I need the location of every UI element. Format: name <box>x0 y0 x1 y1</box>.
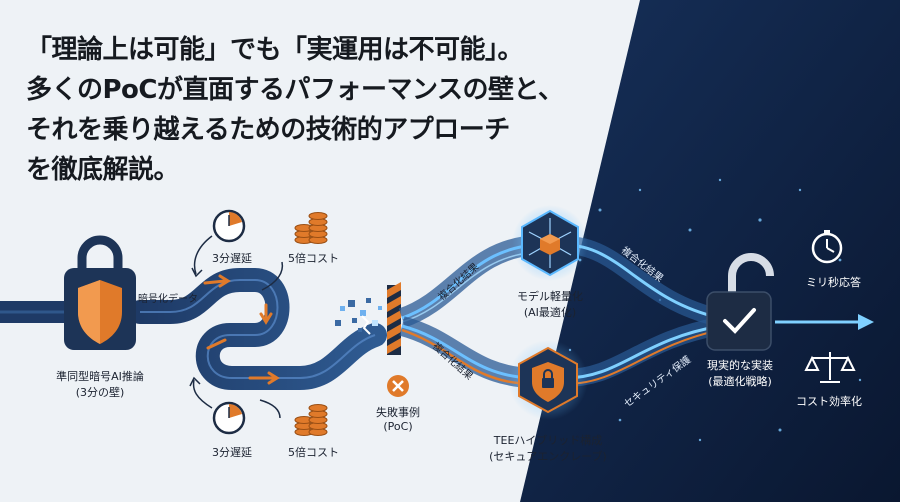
cost-label-bottom: 5倍コスト <box>288 446 339 459</box>
implementation-label-line-2: (最適化戦略) <box>708 375 772 388</box>
delay-label-bottom: 3分遅延 <box>212 446 252 459</box>
delay-label-top: 3分遅延 <box>212 252 252 265</box>
implementation-label-line-1: 現実的な実装 <box>707 359 773 372</box>
scales-icon <box>804 352 856 383</box>
pixel-dissolve <box>335 298 382 332</box>
cost-efficiency-label: コスト効率化 <box>796 395 862 408</box>
clock-icon-bottom <box>212 401 246 435</box>
headline-line-4: を徹底解説。 <box>26 155 180 185</box>
encrypted-data-label: 暗号化データ <box>138 294 198 305</box>
failure-label-line-1: 失敗事例 <box>376 406 420 419</box>
failure-icon <box>387 375 409 397</box>
crack <box>361 315 371 335</box>
tee-label-line-1: TEEハイブリッド構成 <box>493 434 603 447</box>
model-label: モデル軽量化 (AI最適化) <box>480 288 620 320</box>
dark-panel <box>520 0 900 502</box>
model-label-line-1: モデル軽量化 <box>517 290 583 303</box>
model-node <box>512 205 588 281</box>
implementation-label: 現実的な実装 (最適化戦略) <box>690 357 790 389</box>
barrier <box>387 282 401 355</box>
connector-arrows <box>189 235 284 419</box>
lock-label-line-2: (3分の壁) <box>75 386 125 399</box>
failure-label-line-2: (PoC) <box>383 420 413 433</box>
headline-line-2: 多くのPoCが直面するパフォーマンスの壁と、 <box>26 75 564 105</box>
coins-icon-bottom <box>294 404 328 436</box>
tee-node <box>508 340 588 420</box>
tee-label: TEEハイブリッド構成 (セキュアエンクレーブ) <box>468 432 628 464</box>
headline: 「理論上は可能」でも「実運用は不可能」。 多くのPoCが直面するパフォーマンスの… <box>26 30 626 190</box>
open-lock-icon <box>706 253 774 351</box>
flow-arrows <box>203 274 280 385</box>
lock-label: 準同型暗号AI推論 (3分の壁) <box>30 368 170 400</box>
lock-label-line-1: 準同型暗号AI推論 <box>56 370 144 383</box>
tee-label-line-2: (セキュアエンクレーブ) <box>489 450 607 463</box>
coins-icon-top <box>294 212 328 244</box>
latency-label: ミリ秒応答 <box>806 276 861 289</box>
headline-line-3: それを乗り越えるための技術的アプローチ <box>26 115 510 145</box>
lock-icon <box>64 235 136 350</box>
model-label-line-2: (AI最適化) <box>523 306 577 319</box>
clock-icon-top <box>212 209 246 243</box>
output-arrow <box>775 314 874 330</box>
cost-label-top: 5倍コスト <box>288 252 339 265</box>
failure-label: 失敗事例 (PoC) <box>358 404 438 433</box>
stopwatch-icon <box>811 230 843 264</box>
headline-line-1: 「理論上は可能」でも「実運用は不可能」。 <box>26 35 524 65</box>
